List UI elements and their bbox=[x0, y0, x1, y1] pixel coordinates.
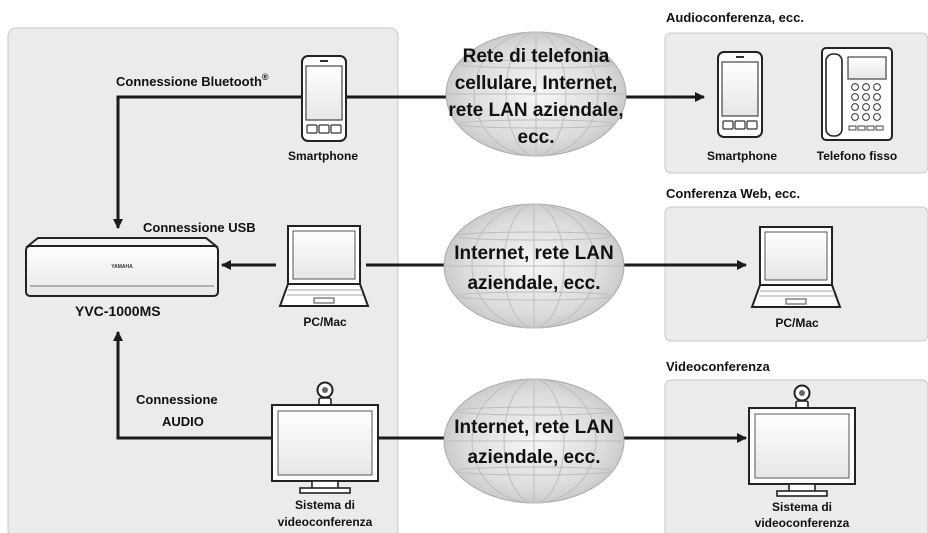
remote-audio-title: Audioconferenza, ecc. bbox=[666, 10, 804, 25]
audio-connection-label-1: Connessione bbox=[136, 392, 218, 407]
remote-video-label-1: Sistema di bbox=[772, 500, 832, 514]
remote-pc-icon bbox=[751, 226, 841, 308]
video-network-label-2: aziendale, ecc. bbox=[467, 447, 600, 468]
device-logo: YAMAHA bbox=[111, 264, 133, 270]
remote-phone-label: Telefono fisso bbox=[817, 149, 897, 163]
internet-network-label-1: Internet, rete LAN bbox=[454, 243, 613, 264]
speakerphone-device: YAMAHA bbox=[25, 237, 219, 297]
local-video-label-2: videoconferenza bbox=[278, 515, 373, 529]
remote-web-title: Conferenza Web, ecc. bbox=[666, 186, 800, 201]
audio-connection-label-2: AUDIO bbox=[162, 414, 204, 429]
cellular-network-label-2: cellulare, Internet, bbox=[455, 73, 618, 94]
local-smartphone-label: Smartphone bbox=[288, 149, 358, 163]
local-pc-icon bbox=[279, 225, 369, 307]
bluetooth-line bbox=[113, 95, 301, 229]
remote-pc-label: PC/Mac bbox=[775, 316, 819, 330]
remote-smartphone-icon bbox=[717, 51, 763, 138]
internet-network-label-2: aziendale, ecc. bbox=[467, 273, 600, 294]
remote-video-label-2: videoconferenza bbox=[755, 516, 850, 530]
device-name: YVC-1000MS bbox=[75, 303, 161, 319]
internet-network-globe-icon bbox=[443, 203, 625, 329]
video-network-globe-icon bbox=[443, 378, 625, 504]
audio-line bbox=[113, 331, 272, 440]
remote-smartphone-label: Smartphone bbox=[707, 149, 777, 163]
connection-lines bbox=[113, 92, 747, 443]
local-pc-label: PC/Mac bbox=[303, 315, 347, 329]
desk-phone-icon bbox=[821, 47, 893, 141]
local-video-label-1: Sistema di bbox=[295, 498, 355, 512]
video-network-label-1: Internet, rete LAN bbox=[454, 417, 613, 438]
local-smartphone-icon bbox=[301, 55, 347, 142]
cellular-network-label-4: ecc. bbox=[518, 127, 555, 148]
usb-connection-label: Connessione USB bbox=[143, 220, 256, 235]
cellular-network-label-1: Rete di telefonia bbox=[463, 46, 610, 67]
remote-video-title: Videoconferenza bbox=[666, 359, 771, 374]
bluetooth-connection-label: Connessione Bluetooth® bbox=[116, 72, 269, 89]
cellular-network-label-3: rete LAN aziendale, bbox=[448, 100, 623, 121]
